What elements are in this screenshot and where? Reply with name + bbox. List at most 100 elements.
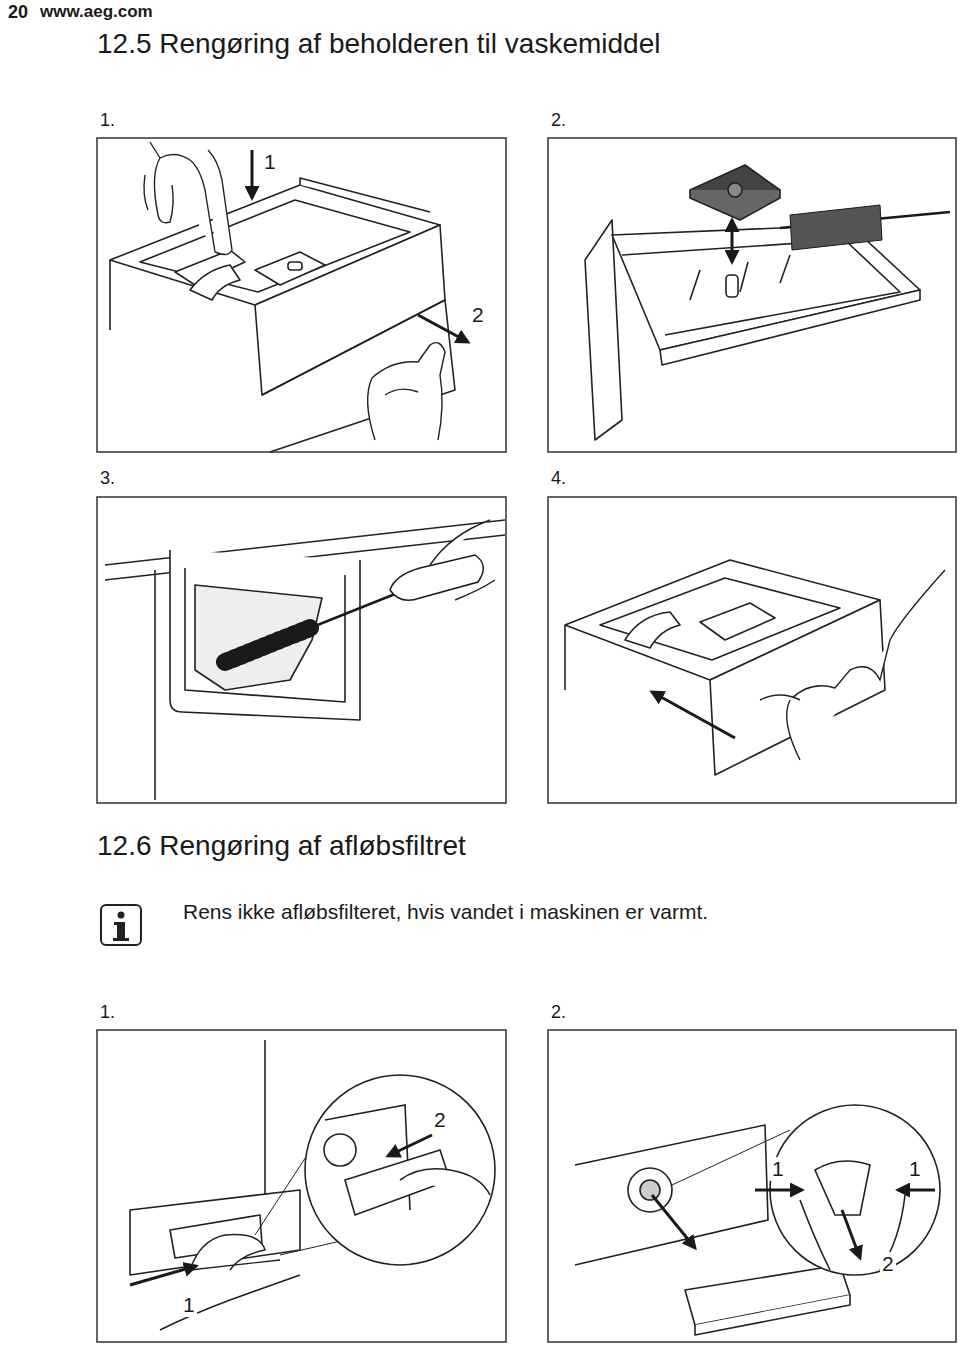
hand — [154, 158, 173, 223]
step-number: 2. — [551, 1002, 566, 1023]
hand — [368, 343, 445, 440]
cleaning-brush — [225, 628, 310, 662]
drawer-open — [690, 255, 790, 300]
cleaning-brush — [300, 592, 400, 632]
detergent-drawer — [262, 300, 455, 452]
detail-inset — [280, 1240, 345, 1255]
machine-front — [160, 1275, 300, 1330]
detergent-drawer — [255, 252, 325, 285]
info-icon — [113, 922, 129, 941]
dispenser-recess — [105, 520, 505, 800]
direction-arrow — [652, 1190, 935, 1258]
direction-arrow — [388, 1135, 432, 1156]
panel-frame — [97, 497, 506, 803]
step-number: 1. — [100, 1002, 115, 1023]
detergent-drawer — [564, 625, 566, 690]
callout-number: 1 — [262, 150, 278, 174]
callout-number: 1 — [770, 1157, 786, 1181]
hand — [760, 695, 800, 700]
callout-number: 2 — [470, 303, 486, 327]
callout-number: 2 — [880, 1252, 896, 1276]
detergent-drawer — [140, 200, 410, 292]
filter-area — [628, 1168, 672, 1212]
hand — [144, 175, 148, 210]
dispenser-recess — [170, 550, 360, 720]
detergent-drawer — [700, 603, 775, 640]
detail-inset — [672, 1105, 940, 1275]
drawer-open — [660, 290, 920, 365]
panel-frame — [548, 1030, 956, 1342]
detail-inset — [324, 1134, 356, 1166]
detergent-drawer — [565, 560, 885, 775]
detail-inset — [255, 1075, 495, 1265]
direction-arrow — [418, 315, 468, 342]
filter-area — [695, 1295, 850, 1335]
step-number: 1. — [100, 110, 115, 131]
hand — [190, 1235, 280, 1270]
direction-arrow — [251, 150, 254, 198]
detail-inset — [815, 1161, 870, 1215]
dispenser-recess — [195, 585, 322, 690]
hand — [385, 389, 418, 395]
dispenser-recess — [154, 570, 156, 800]
panel-frame — [97, 138, 506, 452]
page-number: 20 — [8, 2, 28, 23]
callout-number: 1 — [907, 1157, 923, 1181]
detail-inset — [305, 1075, 495, 1265]
direction-arrow — [842, 1210, 860, 1258]
hand — [430, 520, 495, 600]
callout-number: 1 — [181, 1293, 197, 1317]
note-text: Rens ikke afløbsfilteret, hvis vandet i … — [183, 900, 708, 924]
machine-front — [130, 1040, 300, 1275]
direction-arrow — [898, 1189, 935, 1192]
direction-arrow — [731, 220, 734, 262]
dispenser-recess — [185, 568, 345, 702]
section-heading: 12.6 Rengøring af afløbsfiltret — [97, 830, 466, 862]
direction-arrow — [755, 1189, 802, 1192]
cleaning-brush — [780, 205, 950, 250]
filter-area — [640, 1180, 660, 1200]
drawer-open — [585, 165, 920, 440]
hand — [190, 1235, 280, 1270]
direction-arrow — [652, 692, 735, 738]
step-number: 3. — [100, 468, 115, 489]
detergent-drawer — [625, 612, 680, 648]
direction-arrow — [252, 150, 468, 342]
panel-frame — [548, 497, 956, 803]
panel-frame — [97, 1030, 506, 1342]
detergent-drawer — [190, 265, 240, 300]
filter-area — [575, 1125, 768, 1265]
direction-arrow — [130, 1266, 196, 1285]
machine-front — [130, 1040, 300, 1330]
cleaning-brush — [225, 555, 483, 662]
panel-frame — [97, 138, 956, 1342]
detail-inset — [400, 1169, 490, 1195]
info-icon — [118, 912, 125, 919]
callout-number: 2 — [432, 1108, 448, 1132]
website: www.aeg.com — [40, 2, 153, 22]
step-number: 2. — [551, 110, 566, 131]
step-number: 4. — [551, 468, 566, 489]
hand — [760, 570, 945, 760]
detergent-drawer — [288, 262, 302, 270]
section-heading: 12.5 Rengøring af beholderen til vaskemi… — [97, 28, 660, 60]
cleaning-brush — [790, 205, 882, 250]
drawer-open — [585, 220, 622, 440]
hand — [787, 570, 945, 760]
hand — [430, 520, 495, 600]
direction-arrow — [130, 1135, 432, 1285]
info-icon — [101, 905, 141, 945]
direction-arrow — [731, 220, 734, 262]
hand — [144, 142, 445, 440]
drawer-open — [622, 240, 900, 335]
direction-arrow — [652, 1195, 695, 1248]
direction-arrow — [652, 692, 735, 738]
drawer-open — [728, 183, 742, 197]
panel-frame — [548, 138, 956, 452]
drawer-open — [726, 275, 738, 297]
detail-inset — [672, 1130, 790, 1185]
info-icon — [101, 905, 141, 945]
hand — [150, 142, 232, 255]
